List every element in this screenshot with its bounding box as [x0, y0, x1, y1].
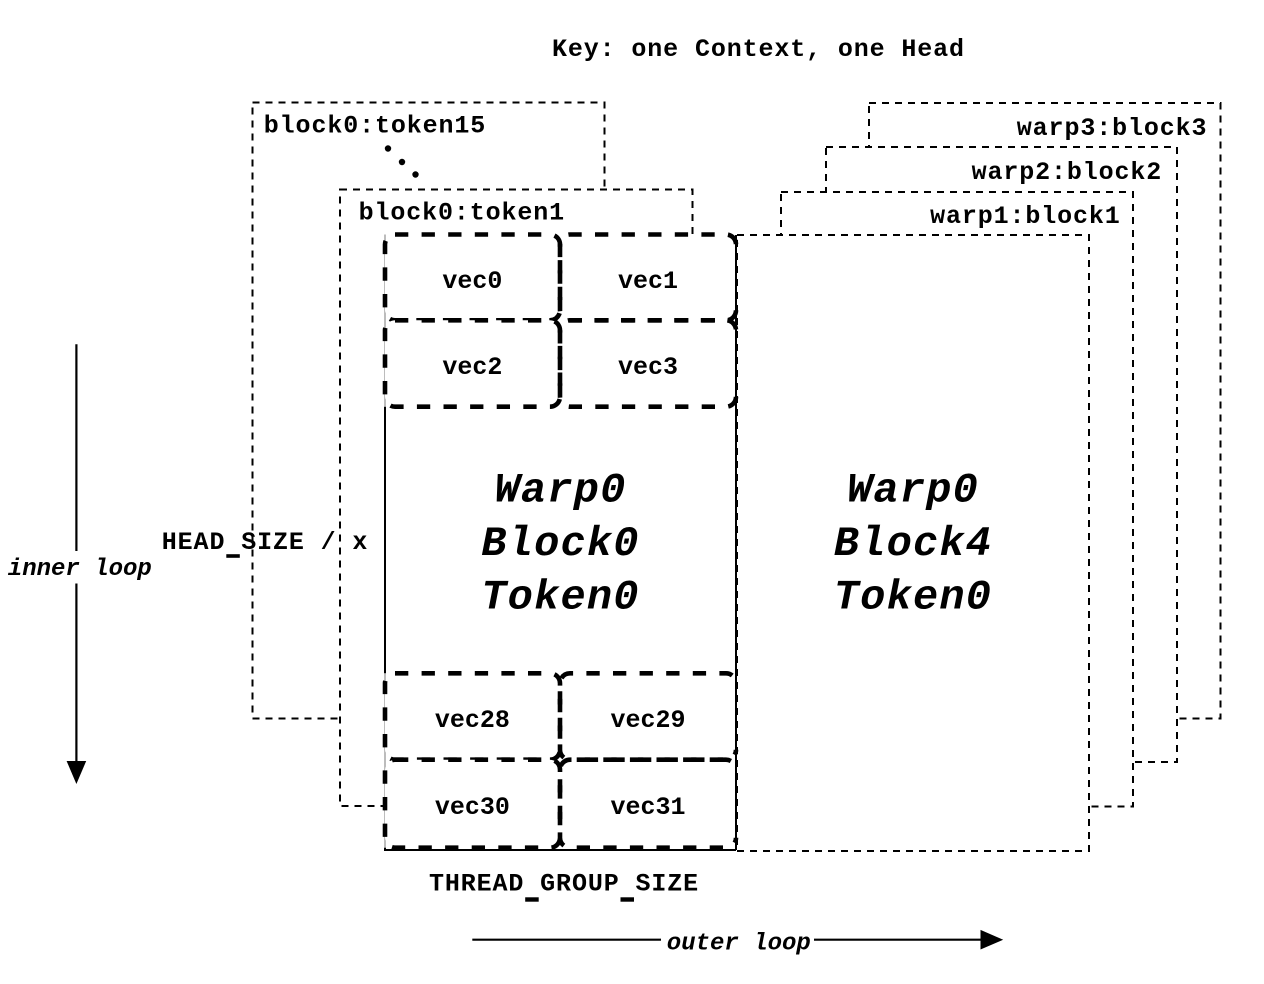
svg-text:vec30: vec30: [435, 793, 510, 822]
svg-text:outer loop: outer loop: [667, 931, 811, 958]
svg-text:block0:token15: block0:token15: [264, 112, 486, 141]
svg-text:vec29: vec29: [610, 706, 685, 735]
svg-text:Block0: Block0: [481, 520, 639, 568]
svg-text:Token0: Token0: [481, 574, 639, 622]
svg-text:THREAD GROUP SIZE: THREAD GROUP SIZE: [429, 870, 699, 899]
svg-text:warp1:block1: warp1:block1: [930, 202, 1121, 231]
svg-text:vec0: vec0: [442, 267, 502, 296]
svg-text:inner loop: inner loop: [8, 556, 152, 583]
svg-text:Warp0: Warp0: [494, 467, 626, 515]
svg-text:vec1: vec1: [618, 267, 678, 296]
svg-text:vec31: vec31: [610, 793, 685, 822]
svg-text:vec2: vec2: [442, 353, 502, 382]
svg-text:Warp0: Warp0: [847, 467, 979, 515]
svg-text:Key: one Context, one Head: Key: one Context, one Head: [552, 35, 965, 64]
svg-text:vec28: vec28: [435, 706, 510, 735]
svg-text:block0:token1: block0:token1: [359, 199, 565, 228]
svg-text:warp3:block3: warp3:block3: [1017, 114, 1208, 143]
svg-text:vec3: vec3: [618, 353, 678, 382]
svg-text:Token0: Token0: [834, 574, 992, 622]
svg-text:Block4: Block4: [834, 520, 992, 568]
svg-text:warp2:block2: warp2:block2: [972, 158, 1163, 187]
svg-text:HEAD SIZE / x: HEAD SIZE / x: [162, 528, 368, 557]
